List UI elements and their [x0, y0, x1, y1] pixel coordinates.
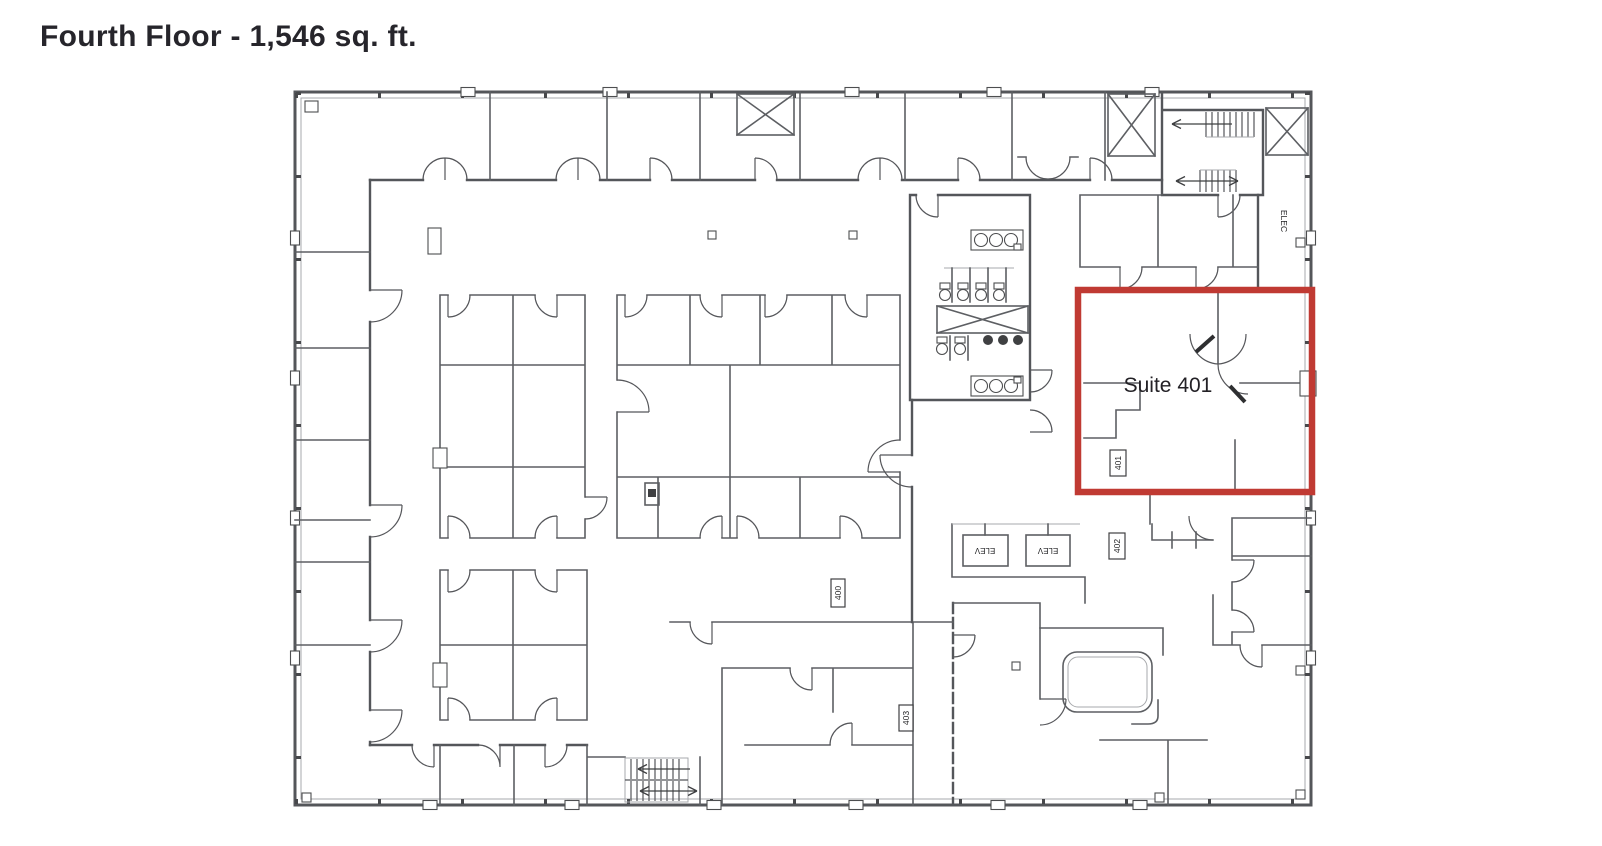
elevator-1-label: ELEV — [974, 546, 995, 555]
suite-403: 403 — [669, 601, 955, 807]
room-tag-400: 400 — [833, 586, 843, 600]
room-tag-402: 402 — [1112, 539, 1122, 553]
office-cluster-upper-right — [616, 294, 901, 539]
elevator-lobby: ELEV ELEV 402 — [951, 523, 1126, 629]
elec-label: ELEC — [1279, 210, 1289, 232]
corridor-walls: 400 — [830, 398, 914, 624]
conference-table — [1062, 651, 1153, 713]
elevator-1: ELEV — [962, 534, 1009, 567]
top-office-row — [368, 91, 1164, 182]
elevator-2-label: ELEV — [1037, 546, 1058, 555]
right-wing-rooms — [952, 491, 1312, 806]
stairs-bottom — [624, 757, 698, 803]
room-tag-401: 401 — [1113, 456, 1123, 470]
restroom-stalls — [935, 267, 1023, 361]
office-cluster-upper-left — [432, 294, 608, 539]
elevator-2: ELEV — [1025, 534, 1071, 567]
left-office-column — [294, 178, 403, 747]
suite-401-label: Suite 401 — [1124, 374, 1213, 397]
restroom-core — [908, 193, 1053, 433]
suite-401: 401 Suite 401 — [1074, 286, 1317, 496]
suite-401-highlight — [1074, 286, 1316, 496]
office-cluster-lower-left — [432, 569, 588, 721]
page-title: Fourth Floor - 1,546 sq. ft. — [40, 20, 417, 53]
electrical-room: ELEC — [1256, 193, 1306, 292]
room-tag-403: 403 — [901, 711, 911, 725]
rooms-above-suite — [1017, 156, 1259, 290]
restroom-sinks-top — [970, 229, 1024, 251]
stairs-top-right — [1106, 90, 1310, 218]
restroom-sinks-bottom — [970, 375, 1024, 397]
bottom-office-row — [368, 743, 701, 806]
conference-room — [1039, 627, 1164, 726]
